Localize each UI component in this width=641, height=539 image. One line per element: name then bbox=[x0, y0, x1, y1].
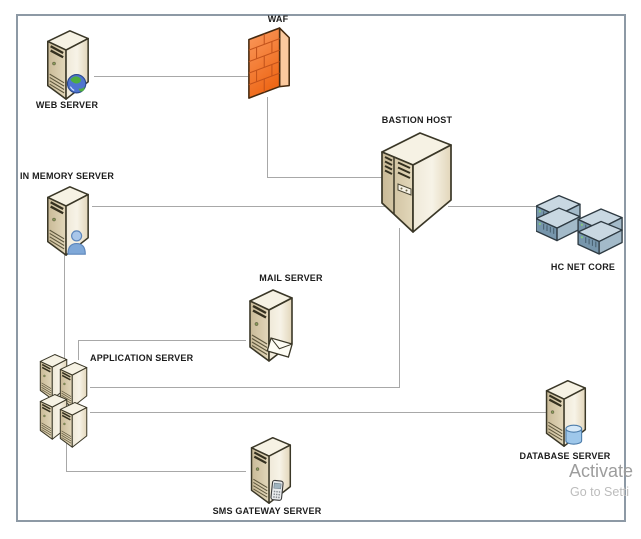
node-waf[interactable] bbox=[246, 27, 294, 102]
node-label-mail-server: MAIL SERVER bbox=[259, 273, 323, 283]
node-database-server[interactable] bbox=[536, 377, 594, 449]
firewall-icon bbox=[248, 27, 290, 99]
database-server-icon bbox=[545, 379, 587, 448]
diagram-frame bbox=[16, 14, 626, 522]
activate-watermark-line1: Activate bbox=[569, 461, 634, 481]
node-label-waf: WAF bbox=[267, 14, 289, 24]
rack-server-stack-icon bbox=[536, 194, 623, 255]
node-bastion-host[interactable] bbox=[374, 126, 458, 238]
node-label-web-server: WEB SERVER bbox=[35, 100, 99, 110]
node-label-database-server: DATABASE SERVER bbox=[519, 451, 611, 461]
bastion-host-icon bbox=[381, 132, 452, 233]
node-label-application-server: APPLICATION SERVER bbox=[90, 353, 194, 363]
sms-gateway-server-icon bbox=[250, 436, 292, 505]
node-label-sms-gateway-server: SMS GATEWAY SERVER bbox=[212, 506, 322, 516]
node-label-bastion-host: BASTION HOST bbox=[381, 115, 453, 125]
node-mail-server[interactable] bbox=[240, 286, 300, 364]
application-server-icon bbox=[39, 353, 88, 449]
node-label-in-memory-server: IN MEMORY SERVER bbox=[19, 171, 115, 181]
node-application-server[interactable] bbox=[34, 352, 94, 450]
in-memory-server-icon bbox=[46, 185, 90, 257]
node-hc-net-core[interactable] bbox=[536, 184, 624, 257]
node-in-memory-server[interactable] bbox=[38, 183, 96, 258]
node-label-hc-net-core: HC NET CORE bbox=[550, 262, 616, 272]
web-server-icon bbox=[46, 29, 90, 101]
node-web-server[interactable] bbox=[38, 27, 96, 102]
activate-watermark-line2: Go to Setti bbox=[570, 485, 630, 499]
mail-server-icon bbox=[248, 288, 294, 363]
node-sms-gateway-server[interactable] bbox=[242, 434, 298, 506]
